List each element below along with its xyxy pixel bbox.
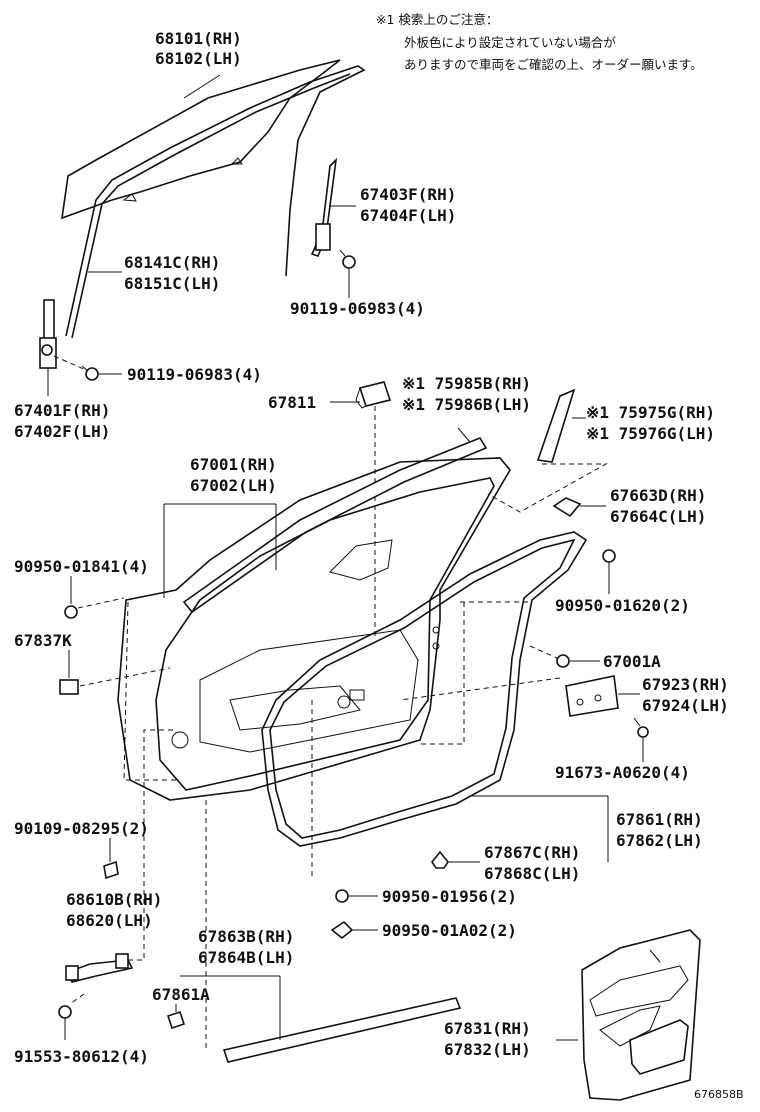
label-67867c[interactable]: 67867C(RH) [484, 843, 580, 862]
label-67002[interactable]: 67002(LH) [190, 476, 277, 495]
bolt-91553-drawing [58, 1005, 72, 1019]
label-67868c[interactable]: 67868C(LH) [484, 864, 580, 883]
belt-moulding-drawing [182, 437, 488, 614]
clip-90950-01620-drawing [602, 549, 616, 563]
front-channel-drawing [39, 299, 57, 396]
label-90950-01620[interactable]: 90950-01620(2) [555, 596, 690, 615]
label-90119-top[interactable]: 90119-06983(4) [290, 299, 425, 318]
label-75986b[interactable]: ※1 75986B(LH) [402, 395, 531, 414]
door-check-drawing [65, 953, 134, 983]
label-67863b[interactable]: 67863B(RH) [198, 927, 294, 946]
label-67861a[interactable]: 67861A [152, 985, 210, 1004]
label-67404f[interactable]: 67404F(LH) [360, 206, 456, 225]
label-75975g[interactable]: ※1 75975G(RH) [586, 403, 715, 422]
leader-68101 [183, 74, 221, 99]
label-90109[interactable]: 90109-08295(2) [14, 819, 149, 838]
dashed-75975g [487, 463, 608, 513]
door-weatherstrip-inner [269, 538, 576, 839]
door-panel-drawing [117, 457, 511, 801]
screw-91673-drawing [633, 717, 649, 738]
label-75976g[interactable]: ※1 75976G(LH) [586, 424, 715, 443]
dashed-frame-left [123, 601, 180, 781]
rear-channel-drawing [310, 157, 338, 257]
outer-moulding-drawing [222, 997, 462, 1063]
bolt-90109-drawing [103, 848, 119, 880]
label-67837k[interactable]: 67837K [14, 631, 72, 650]
bolt-90119-top [339, 249, 356, 269]
dashed-67001a [529, 645, 558, 659]
label-67664c[interactable]: 67664C(LH) [610, 507, 706, 526]
label-67832[interactable]: 67832(LH) [444, 1040, 531, 1059]
clip-67867c-drawing [431, 850, 449, 869]
glass-run-channel-drawing [65, 65, 366, 339]
part-67923-drawing [565, 675, 619, 717]
label-90950-01956[interactable]: 90950-01956(2) [382, 887, 517, 906]
part-67001a-drawing [556, 654, 570, 668]
label-67663d[interactable]: 67663D(RH) [610, 486, 706, 505]
label-67403f[interactable]: 67403F(RH) [360, 185, 456, 204]
label-91553[interactable]: 91553-80612(4) [14, 1047, 149, 1066]
clip-90950-01a02-drawing [330, 920, 354, 940]
label-90950-01841[interactable]: 90950-01841(4) [14, 557, 149, 576]
label-90950-01a02[interactable]: 90950-01A02(2) [382, 921, 517, 940]
label-68101[interactable]: 68101(RH) [155, 29, 242, 48]
label-67001[interactable]: 67001(RH) [190, 455, 277, 474]
label-67831[interactable]: 67831(RH) [444, 1019, 531, 1038]
label-68620[interactable]: 68620(LH) [66, 911, 153, 930]
dashed-67401f [53, 355, 87, 371]
dashed-68610b [128, 729, 176, 961]
label-67862[interactable]: 67862(LH) [616, 831, 703, 850]
dashed-90950-01841 [77, 597, 125, 609]
label-67001a[interactable]: 67001A [603, 652, 661, 671]
label-67402f[interactable]: 67402F(LH) [14, 422, 110, 441]
notice-line-3: ありますので車両をご確認の上、オーダー願います。 [404, 57, 703, 72]
label-67923[interactable]: 67923(RH) [642, 675, 729, 694]
door-trim-board-drawing [581, 929, 701, 1101]
label-68610b[interactable]: 68610B(RH) [66, 890, 162, 909]
label-67401f[interactable]: 67401F(RH) [14, 401, 110, 420]
door-weatherstrip-outer [261, 531, 588, 847]
label-67864b[interactable]: 67864B(LH) [198, 948, 294, 967]
label-90119-left[interactable]: 90119-06983(4) [127, 365, 262, 384]
garnish-75975g-drawing [536, 388, 576, 463]
notice-line-1: ※1 検索上のご注意： [376, 12, 498, 27]
label-75985b[interactable]: ※1 75985B(RH) [402, 374, 531, 393]
notice-line-2: 外板色により設定されていない場合が [404, 35, 616, 50]
dashed-frame-right [420, 602, 465, 745]
dashed-67923 [399, 677, 561, 701]
label-67811[interactable]: 67811 [268, 393, 316, 412]
diagram-code: 676858B [694, 1088, 744, 1101]
label-68102[interactable]: 68102(LH) [155, 49, 242, 68]
dashed-67837k [79, 667, 171, 687]
part-67837k-drawing [59, 679, 79, 695]
clip-90950-01841-drawing [64, 605, 78, 619]
clip-67861a-drawing [166, 1010, 186, 1030]
label-68151c[interactable]: 68151C(LH) [124, 274, 220, 293]
label-67861[interactable]: 67861(RH) [616, 810, 703, 829]
part-67663d-drawing [552, 497, 582, 518]
label-91673[interactable]: 91673-A0620(4) [555, 763, 690, 782]
bolt-90119-left [81, 365, 99, 381]
clip-90950-01956-drawing [335, 889, 349, 903]
label-67924[interactable]: 67924(LH) [642, 696, 729, 715]
part-67811-drawing [355, 381, 392, 409]
dashed-91553 [69, 993, 85, 1005]
leader-75985b [457, 427, 471, 443]
label-68141c[interactable]: 68141C(RH) [124, 253, 220, 272]
